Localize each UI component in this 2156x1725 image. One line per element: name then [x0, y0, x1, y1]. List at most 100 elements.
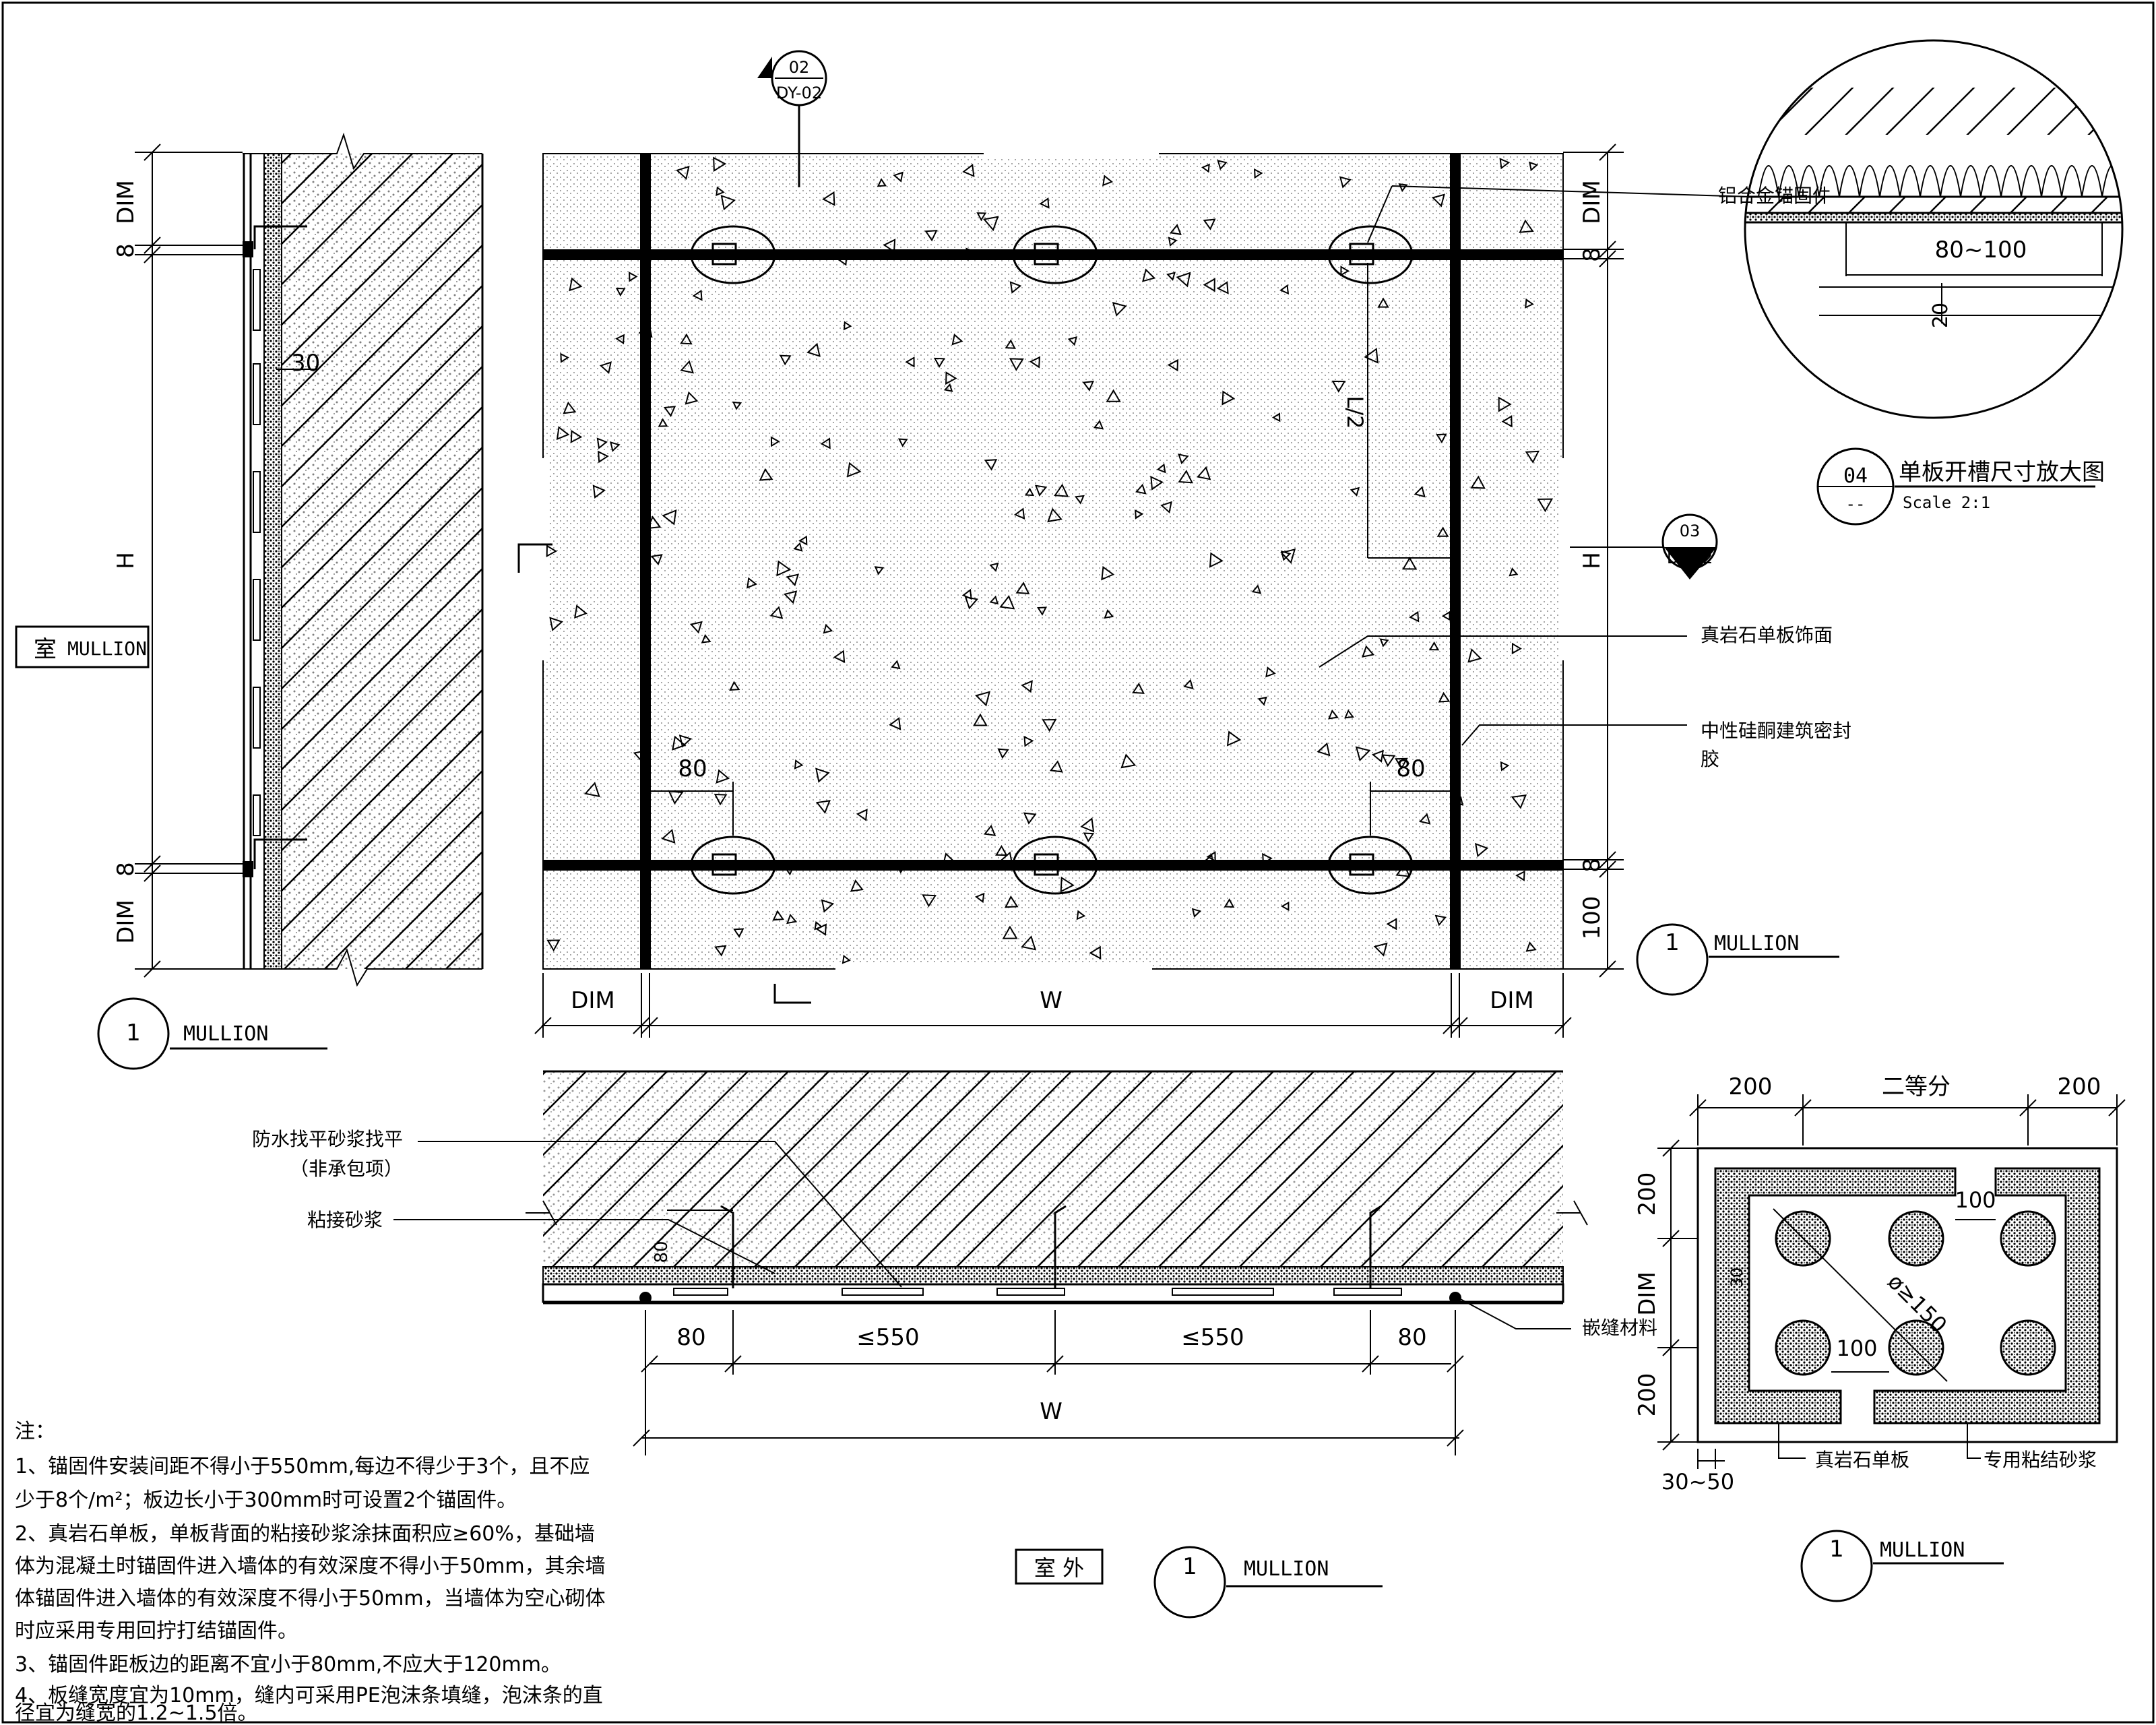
aggregate-mark: [569, 277, 583, 292]
back-label-stone: 真岩石单板: [1815, 1449, 1909, 1471]
aggregate-mark: [1515, 870, 1525, 881]
notes-line-2: 少于8个/m²；板边长小于300mm时可设置2个锚固件。: [15, 1488, 517, 1512]
insulation-coil: [2021, 165, 2042, 197]
aggregate-mark: [1009, 358, 1024, 371]
aggregate-mark: [556, 426, 570, 441]
aggregate-mark: [1438, 691, 1451, 703]
aggregate-mark: [975, 691, 991, 707]
aggregate-mark: [1434, 914, 1447, 927]
aggregate-mark: [1168, 237, 1178, 247]
aggregate-mark: [658, 418, 668, 427]
plan-callout-text: MULLION: [1244, 1557, 1329, 1581]
aggregate-mark: [794, 759, 804, 770]
aggregate-mark: [584, 782, 600, 798]
sec-top-num: 02: [789, 58, 810, 77]
aggregate-mark: [815, 800, 831, 814]
aggregate-mark: [629, 271, 638, 282]
aggregate-mark: [1135, 509, 1144, 520]
aggregate-mark: [1197, 466, 1211, 480]
aggregate-mark: [661, 829, 676, 844]
back-dim-dim: DIM: [1634, 1272, 1661, 1316]
aggregate-mark: [1150, 476, 1164, 491]
det04-num: 04: [1843, 464, 1868, 488]
aggregate-mark: [1156, 463, 1166, 474]
aggregate-mark: [1170, 224, 1182, 235]
aggregate-mark: [1067, 336, 1078, 346]
aggregate-mark: [1402, 557, 1418, 570]
aggregate-mark: [1409, 610, 1420, 623]
aggregate-mark: [1498, 396, 1512, 412]
aggregate-mark: [1089, 945, 1102, 960]
aggregate-mark: [874, 566, 885, 575]
aggregate-mark: [598, 450, 609, 464]
aggregate-mark: [720, 195, 736, 211]
back-dim-200-right: 200: [2058, 1073, 2101, 1100]
aggregate-mark: [1377, 297, 1389, 308]
aggregate-mark: [850, 879, 864, 892]
aggregate-mark: [1023, 812, 1037, 825]
aggregate-mark: [680, 360, 694, 374]
plan-dim-80-left: 80: [676, 1324, 705, 1351]
aggregate-mark: [1021, 935, 1037, 951]
aggregate-mark: [1203, 278, 1215, 292]
aggregate-mark: [716, 186, 725, 197]
aggregate-mark: [1037, 606, 1048, 616]
detail-04: 80~100 20 04 -- 单板开槽尺寸放大图 Scale 2:1: [1744, 39, 2124, 526]
aggregate-mark: [692, 289, 703, 301]
aggregate-mark: [1005, 339, 1016, 349]
aggregate-mark: [961, 588, 972, 600]
aggregate-mark: [1013, 507, 1025, 520]
aggregate-mark: [1112, 301, 1127, 317]
aggregate-mark: [1176, 272, 1191, 288]
aggregate-mark: [1525, 450, 1540, 464]
aggregate-mark: [989, 562, 999, 572]
back-callout-num: 1: [1829, 1536, 1844, 1563]
aggregate-mark: [1328, 709, 1339, 720]
aggregate-mark: [1428, 641, 1440, 651]
room-label: 室: [34, 636, 57, 663]
insulation-coil: [1960, 165, 1981, 197]
aggregate-mark: [546, 939, 561, 952]
aggregate-mark: [1436, 433, 1447, 443]
room-sub: MULLION: [67, 637, 147, 660]
aggregate-mark: [1379, 638, 1389, 648]
insulation-coil: [2000, 165, 2022, 197]
aggregate-mark: [1431, 193, 1445, 208]
aggregate-mark: [1414, 486, 1426, 498]
insulation-coil: [1798, 165, 1820, 197]
aggregate-mark: [1203, 218, 1216, 230]
aggregate-mark: [1257, 696, 1267, 706]
aggregate-mark: [1509, 567, 1519, 577]
aggregate-mark: [905, 356, 915, 368]
aggregate-mark: [1537, 498, 1554, 513]
right-dim-top: DIM: [1579, 180, 1606, 224]
aggregate-mark: [989, 595, 999, 605]
det04-title: 单板开槽尺寸放大图: [1899, 459, 2105, 486]
left-dim-8-bottom: 8: [113, 862, 139, 877]
plan-label-waterproof-1: 防水找平砂浆找平: [252, 1128, 403, 1150]
aggregate-mark: [1021, 680, 1033, 693]
aggregate-mark: [1511, 794, 1527, 809]
aggregate-mark: [716, 769, 730, 784]
aggregate-mark: [1047, 507, 1063, 523]
notes-line-1: 1、锚固件安装间距不得小于550mm,每边不得少于3个，且不应: [15, 1455, 590, 1478]
back-dim-200-bottom: 200: [1634, 1373, 1661, 1417]
aggregate-mark: [1082, 380, 1095, 391]
aggregate-mark: [733, 928, 744, 938]
aggregate-mark: [1224, 898, 1235, 908]
aggregate-mark: [1280, 550, 1292, 561]
aggregate-mark: [1436, 526, 1449, 537]
aggregate-mark: [846, 462, 862, 478]
plan-dim-80-right: 80: [1397, 1324, 1426, 1351]
aggregate-mark: [1340, 265, 1350, 276]
aggregate-mark: [1398, 183, 1408, 193]
insulation-coil: [1920, 165, 1941, 197]
aggregate-mark: [1054, 483, 1069, 497]
aggregate-mark: [1206, 851, 1216, 862]
aggregate-mark: [1093, 420, 1104, 430]
aggregate-mark: [1201, 163, 1210, 173]
aggregate-mark: [883, 239, 896, 253]
aggregate-mark: [772, 910, 784, 921]
aggregate-mark: [560, 352, 569, 363]
